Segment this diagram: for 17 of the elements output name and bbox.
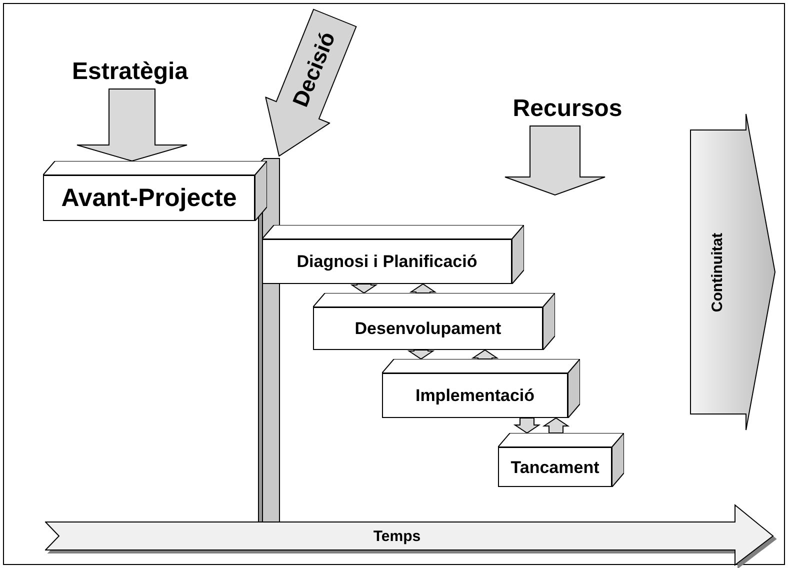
label-text: Implementació [415,387,535,404]
block-arrow [407,350,435,360]
block-arrow [350,284,378,294]
block-arrow [504,126,606,196]
label-text: Desenvolupament [354,320,502,337]
block-arrow [471,349,499,360]
block-arrow [76,88,188,162]
label-text: Recursos [512,97,622,121]
block-arrow [513,418,541,434]
label-text: Temps [373,528,421,544]
label-text: Estratègia [72,60,188,84]
block-arrow [542,417,570,434]
label-text: Diagnosi i Planificació [296,253,478,270]
block-arrow [409,283,437,294]
label-text: Avant-Projecte [61,186,237,210]
label-text: Tancament [510,458,600,476]
label-text: Continuitat [710,232,726,312]
